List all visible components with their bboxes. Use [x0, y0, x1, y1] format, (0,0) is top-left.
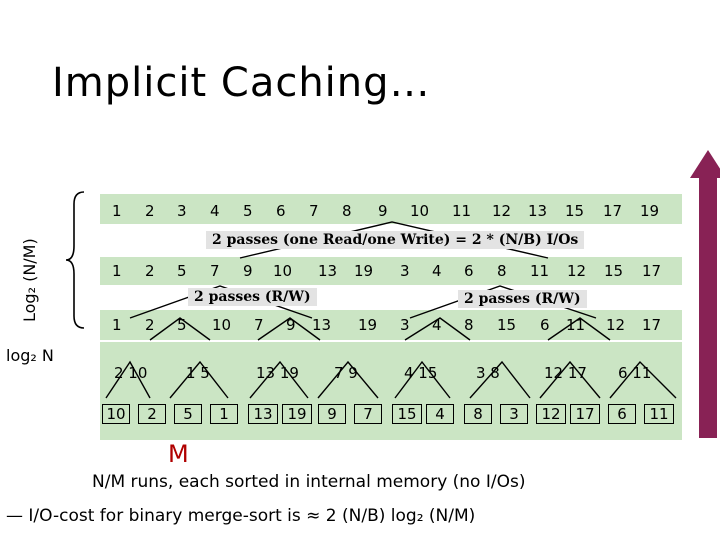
- pair-value: 7 9: [334, 364, 358, 382]
- row2-value: 3: [400, 262, 410, 280]
- up-arrow-icon: [690, 150, 720, 178]
- row2-value: 10: [273, 262, 293, 280]
- pair-value: 4 15: [404, 364, 438, 382]
- leaf-box: 7: [354, 404, 382, 424]
- left-pass-label: 2 passes (R/W): [188, 288, 317, 306]
- row1-value: 1: [112, 202, 122, 220]
- row2-value: 4: [432, 262, 442, 280]
- row3-value: 9: [286, 316, 296, 334]
- row2-value: 17: [642, 262, 662, 280]
- row3-value: 7: [254, 316, 264, 334]
- row3-value: 15: [497, 316, 517, 334]
- leaf-box: 15: [392, 404, 422, 424]
- page-title: Implicit Caching…: [52, 60, 431, 106]
- row2-value: 5: [177, 262, 187, 280]
- row3-value: 12: [606, 316, 626, 334]
- row1-value: 17: [603, 202, 623, 220]
- up-arrow-shaft: [699, 176, 717, 438]
- row3-value: 11: [566, 316, 586, 334]
- row1-value: 9: [378, 202, 388, 220]
- leaf-box: 8: [464, 404, 492, 424]
- row1-value: 6: [276, 202, 286, 220]
- row1-value: 7: [309, 202, 319, 220]
- row3-value: 3: [400, 316, 410, 334]
- row2-value: 9: [243, 262, 253, 280]
- row3-value: 19: [358, 316, 378, 334]
- row1-value: 2: [145, 202, 155, 220]
- row2-value: 1: [112, 262, 122, 280]
- pair-value: 2 10: [114, 364, 148, 382]
- leaf-box: 4: [426, 404, 454, 424]
- row1-band: [100, 194, 682, 224]
- row1-value: 5: [243, 202, 253, 220]
- row2-value: 15: [604, 262, 624, 280]
- row3-value: 4: [432, 316, 442, 334]
- row3-value: 8: [464, 316, 474, 334]
- level-brace: [65, 191, 85, 329]
- row2-value: 13: [318, 262, 338, 280]
- leaf-box: 10: [102, 404, 130, 424]
- pair-value: 12 17: [544, 364, 587, 382]
- row3-value: 17: [642, 316, 662, 334]
- row2-value: 19: [354, 262, 374, 280]
- pair-value: 1 5: [186, 364, 210, 382]
- leaf-box: 2: [138, 404, 166, 424]
- row2-value: 2: [145, 262, 155, 280]
- row1-value: 19: [640, 202, 660, 220]
- memory-size-label: M: [168, 440, 189, 468]
- row1-value: 15: [565, 202, 585, 220]
- row2-value: 8: [497, 262, 507, 280]
- row1-value: 4: [210, 202, 220, 220]
- depth-label: log₂ N: [6, 346, 54, 365]
- leaf-box: 3: [500, 404, 528, 424]
- leaf-box: 19: [282, 404, 312, 424]
- row1-value: 8: [342, 202, 352, 220]
- row1-value: 12: [492, 202, 512, 220]
- row2-value: 11: [530, 262, 550, 280]
- row3-value: 13: [312, 316, 332, 334]
- row3-value: 5: [177, 316, 187, 334]
- right-pass-label: 2 passes (R/W): [458, 290, 587, 308]
- row1-value: 3: [177, 202, 187, 220]
- row3-value: 1: [112, 316, 122, 334]
- leaf-box: 17: [570, 404, 600, 424]
- pair-value: 13 19: [256, 364, 299, 382]
- leaf-box: 5: [174, 404, 202, 424]
- row1-value: 13: [528, 202, 548, 220]
- leaf-box: 6: [608, 404, 636, 424]
- pair-value: 3 8: [476, 364, 500, 382]
- row2-value: 7: [210, 262, 220, 280]
- row1-value: 11: [452, 202, 472, 220]
- leaf-box: 12: [536, 404, 566, 424]
- row1-value: 10: [410, 202, 430, 220]
- leaf-box: 9: [318, 404, 346, 424]
- row2-band: [100, 257, 682, 285]
- io-cost-caption: — I/O-cost for binary merge-sort is ≈ 2 …: [6, 506, 476, 526]
- row3-value: 2: [145, 316, 155, 334]
- full-pass-label: 2 passes (one Read/one Write) = 2 * (N/B…: [206, 231, 585, 249]
- leaf-box: 13: [248, 404, 278, 424]
- row3-value: 6: [540, 316, 550, 334]
- row2-value: 6: [464, 262, 474, 280]
- row3-value: 10: [212, 316, 232, 334]
- row2-value: 12: [567, 262, 587, 280]
- runs-caption: N/M runs, each sorted in internal memory…: [92, 472, 526, 492]
- leaf-box: 11: [644, 404, 674, 424]
- pair-value: 6 11: [618, 364, 652, 382]
- leaf-box: 1: [210, 404, 238, 424]
